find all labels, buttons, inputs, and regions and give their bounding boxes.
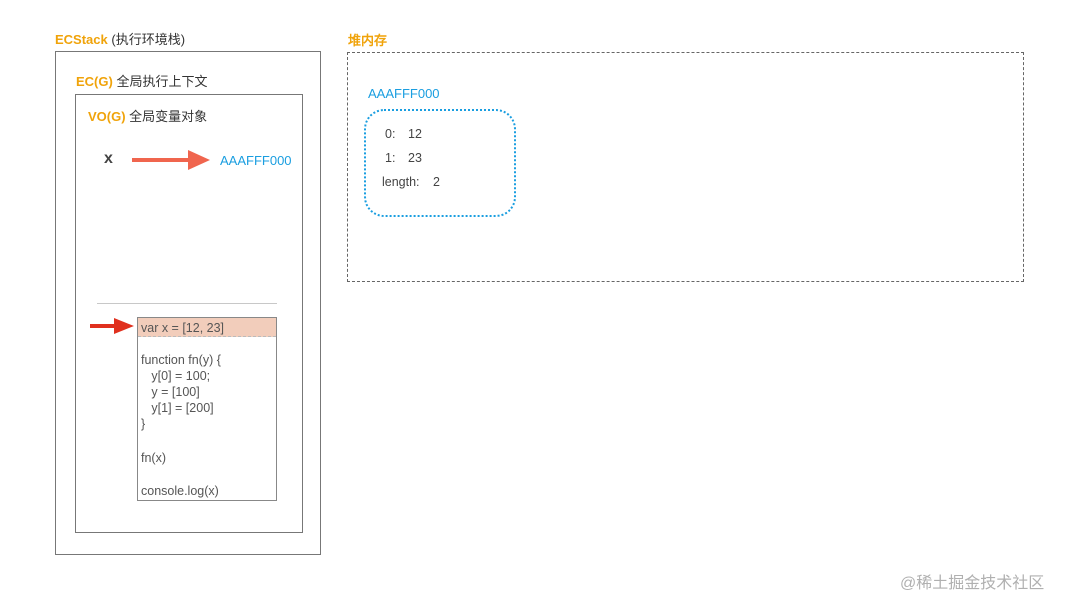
ecg-title-accent: EC(G) [76,74,113,89]
watermark: @稀土掘金技术社区 [900,575,1045,592]
vog-title-text: 全局变量对象 [125,109,208,124]
heap-title: 堆内存 [348,33,388,48]
code-line: } [141,417,146,431]
heap-box [347,52,1024,282]
ecg-box [75,94,303,533]
code-line: function fn(y) { [141,353,221,367]
heap-entry-key: length: [382,175,420,189]
heap-entry-key: 1: [385,151,396,165]
ecstack-title-text: (执行环境栈) [107,32,186,47]
divider [97,303,277,304]
heap-object: 0: 12 1: 23 length: 2 [364,109,516,217]
ecg-title: EC(G) 全局执行上下文 [76,71,207,90]
code-line-current: var x = [12, 23] [141,321,225,335]
code-line: y[0] = 100; [141,369,211,383]
code-line: y = [100] [141,385,200,399]
current-line-highlight [138,318,276,337]
ecg-title-text: 全局执行上下文 [112,74,208,89]
variable-name: x [104,150,113,167]
heap-entry-key: 0: [385,127,396,141]
pointer-arrow-icon [132,150,210,170]
vog-title-accent: VO(G) [88,109,126,124]
code-line: y[1] = [200] [141,401,214,415]
code-line: fn(x) [141,451,166,465]
ecstack-title: ECStack (执行环境栈) [55,29,185,48]
heap-entry-value: 12 [408,127,422,141]
code-line: console.log(x) [141,484,219,498]
code-box: var x = [12, 23] function fn(y) { y[0] =… [137,317,277,501]
heap-entry-value: 23 [408,151,422,165]
heap-object-address: AAAFFF000 [368,86,440,101]
execution-arrow-icon [90,318,134,334]
variable-address: AAAFFF000 [220,153,292,168]
heap-entry-value: 2 [433,175,440,189]
ecstack-box [55,51,321,555]
vog-title: VO(G) 全局变量对象 [88,106,207,125]
ecstack-title-accent: ECStack [55,32,108,47]
